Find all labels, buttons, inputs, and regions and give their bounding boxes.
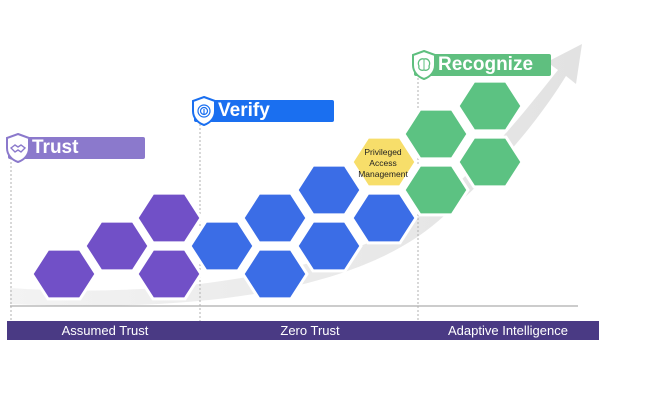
handshake-icon [6, 133, 30, 163]
stage-label-trust: Trust [6, 133, 145, 163]
hex-recognize [402, 107, 470, 161]
phase-adaptive-intelligence: Adaptive Intelligence [448, 323, 568, 338]
hex-verify [188, 219, 256, 273]
stage-label-text: Recognize [438, 54, 534, 75]
stage-label-text: Verify [218, 100, 270, 121]
hex-trust [135, 247, 203, 301]
stage-label-verify: Verify [192, 96, 334, 126]
stage-label-text: Trust [32, 137, 79, 158]
pam-line: Access [369, 158, 397, 168]
pam-label: Privileged Access Management [351, 147, 415, 180]
hex-recognize [402, 163, 470, 217]
brain-icon [412, 50, 436, 80]
hex-verify [241, 247, 309, 301]
pam-line: Privileged [364, 147, 402, 157]
fingerprint-icon [192, 96, 216, 126]
hex-trust [135, 191, 203, 245]
pam-line: Management [358, 169, 408, 179]
phase-bar: Assumed Trust Zero Trust Adaptive Intell… [7, 321, 599, 340]
hex-verify [350, 191, 418, 245]
hex-verify [295, 163, 363, 217]
hex-pam [350, 135, 418, 189]
hex-recognize [456, 135, 524, 189]
hex-verify [295, 219, 363, 273]
hex-recognize [456, 79, 524, 133]
hexagon-cluster [30, 79, 524, 301]
phase-assumed-trust: Assumed Trust [61, 323, 149, 338]
phase-zero-trust: Zero Trust [280, 323, 340, 338]
hex-trust [30, 247, 98, 301]
hex-trust [83, 219, 151, 273]
hex-verify [241, 191, 309, 245]
stage-label-recognize: Recognize [412, 50, 551, 80]
